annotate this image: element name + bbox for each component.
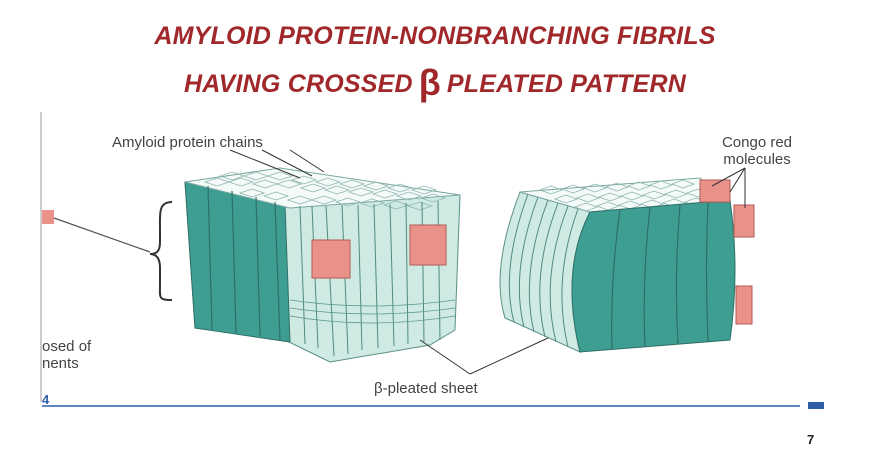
label-beta-pleated-sheet: β-pleated sheet bbox=[374, 380, 478, 397]
footer-square bbox=[808, 402, 824, 409]
congo-red-block-2 bbox=[409, 224, 447, 266]
right-fibril-block bbox=[499, 177, 755, 353]
leader-sheet-1 bbox=[419, 339, 471, 375]
label-cropped-line-1: osed of bbox=[42, 338, 92, 355]
title-text-after-beta: PLEATED PATTERN bbox=[446, 70, 687, 98]
title-beta-symbol: β bbox=[418, 62, 441, 103]
congo-red-block-5 bbox=[735, 285, 753, 325]
leader-chains-2 bbox=[261, 149, 313, 177]
leader-line-left bbox=[53, 217, 151, 253]
slide-page-number: 7 bbox=[807, 432, 815, 447]
leader-sheet-2 bbox=[469, 337, 549, 375]
figure-left-edge bbox=[40, 112, 42, 402]
congo-red-block-4 bbox=[733, 204, 755, 238]
leader-chains-3 bbox=[289, 149, 325, 173]
label-cropped-text: osed of nents bbox=[42, 338, 91, 372]
brace bbox=[149, 201, 173, 301]
congo-red-block-1 bbox=[311, 239, 351, 279]
label-congo-line-2: molecules bbox=[723, 151, 791, 168]
footer-number: 4 bbox=[42, 392, 50, 407]
leader-chains-1 bbox=[229, 149, 301, 179]
label-congo-line-1: Congo red bbox=[721, 134, 793, 151]
leader-congo-1 bbox=[711, 167, 746, 187]
label-congo-red-molecules: Congo red molecules bbox=[672, 134, 842, 168]
leader-congo-2 bbox=[729, 167, 746, 193]
left-fibril-block bbox=[184, 167, 461, 363]
label-cropped-line-2: nents bbox=[42, 355, 79, 372]
slide-title-line-1: AMYLOID PROTEIN-NONBRANCHING FIBRILS bbox=[154, 22, 716, 50]
congo-red-block-3 bbox=[699, 179, 731, 203]
title-text-before-beta: HAVING CROSSED bbox=[183, 70, 413, 98]
cropped-congo-fragment bbox=[42, 210, 54, 224]
label-amyloid-protein-chains: Amyloid protein chains bbox=[112, 134, 263, 151]
